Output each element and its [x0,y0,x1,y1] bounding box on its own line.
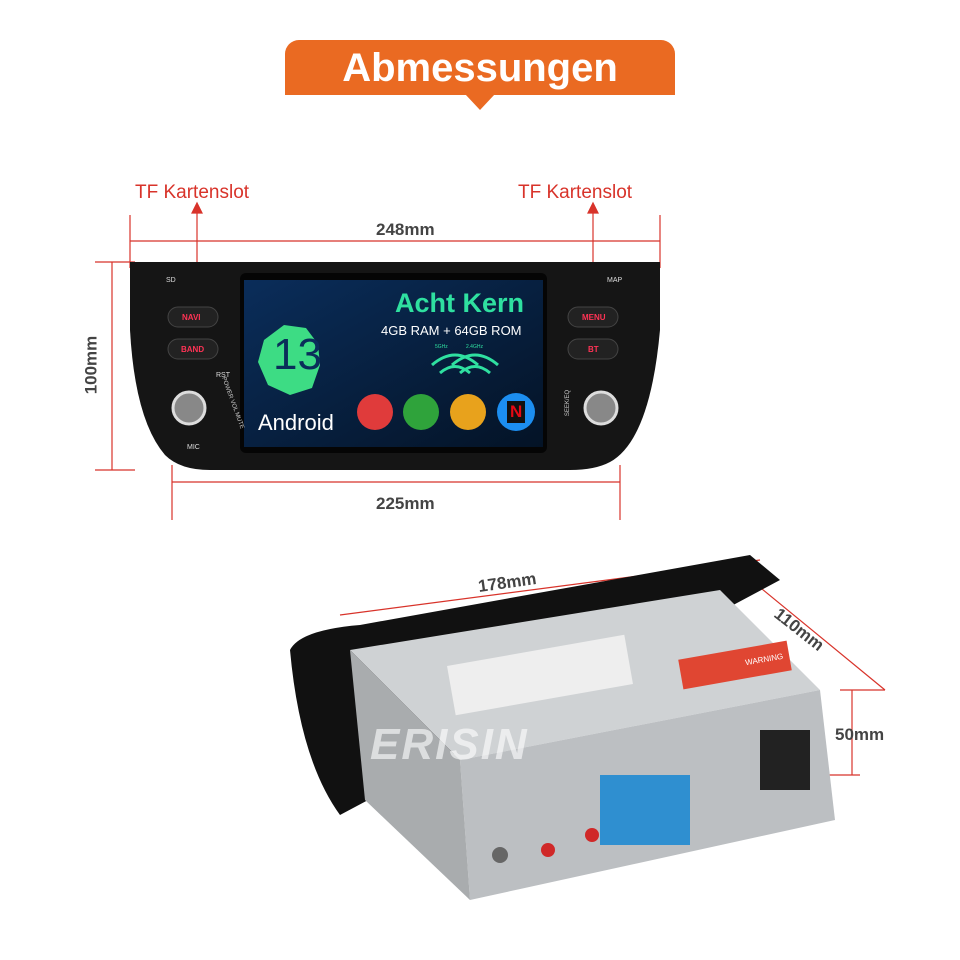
seek-label: SEEK/EQ [565,389,572,417]
watermark: ERISIN [370,720,529,769]
wifi-icon [431,353,499,375]
navi-button [167,306,219,328]
android-version: 13 [273,330,322,379]
banner-title: Abmessungen [342,46,618,90]
title-banner: Abmessungen [285,40,675,95]
bt-label[interactable]: BT [588,345,599,354]
navi-label[interactable]: NAVI [182,313,201,322]
back-unit-side [350,650,470,900]
netflix-letter: N [510,402,523,421]
seek-knob [583,390,619,426]
antenna-terminal [541,843,555,857]
wifi-24ghz: 2.4GHz [466,344,483,350]
menu-label[interactable]: MENU [582,313,606,322]
wiring-label [447,634,633,716]
iso-connector [600,775,690,845]
height-label: 100mm [81,335,101,395]
band-label[interactable]: BAND [181,345,205,354]
safari-icon [357,394,393,430]
width-bottom-label: 225mm [376,494,435,513]
screen-memory: 4GB RAM + 64GB ROM [381,323,522,338]
right-slot-label: TF Kartenslot [518,182,633,203]
warning-label [678,640,792,690]
screen-headline: Acht Kern [395,288,525,318]
rst-label: RST [216,372,230,379]
volume-knob [171,390,207,426]
wifi-5ghz: 5GHz [435,344,448,350]
antenna-port [492,847,508,863]
menu-button [567,306,619,328]
map-label: MAP [607,277,623,284]
height-back-label: 50mm [835,725,885,744]
sd-label: SD [166,277,176,284]
android-label: Android [258,410,334,435]
width-top-label: 248mm [376,220,435,239]
band-button [167,338,219,360]
mic-label: MIC [187,444,200,451]
spotify-icon [403,394,439,430]
android-badge [258,325,320,395]
left-slot-label: TF Kartenslot [135,182,250,203]
depth2-line [744,574,886,691]
app-icons [357,393,535,431]
banner-pointer [465,94,495,110]
bt-button [567,338,619,360]
antenna-terminal-2 [585,828,599,842]
aux-connector [760,730,810,790]
carplay-icon [450,394,486,430]
